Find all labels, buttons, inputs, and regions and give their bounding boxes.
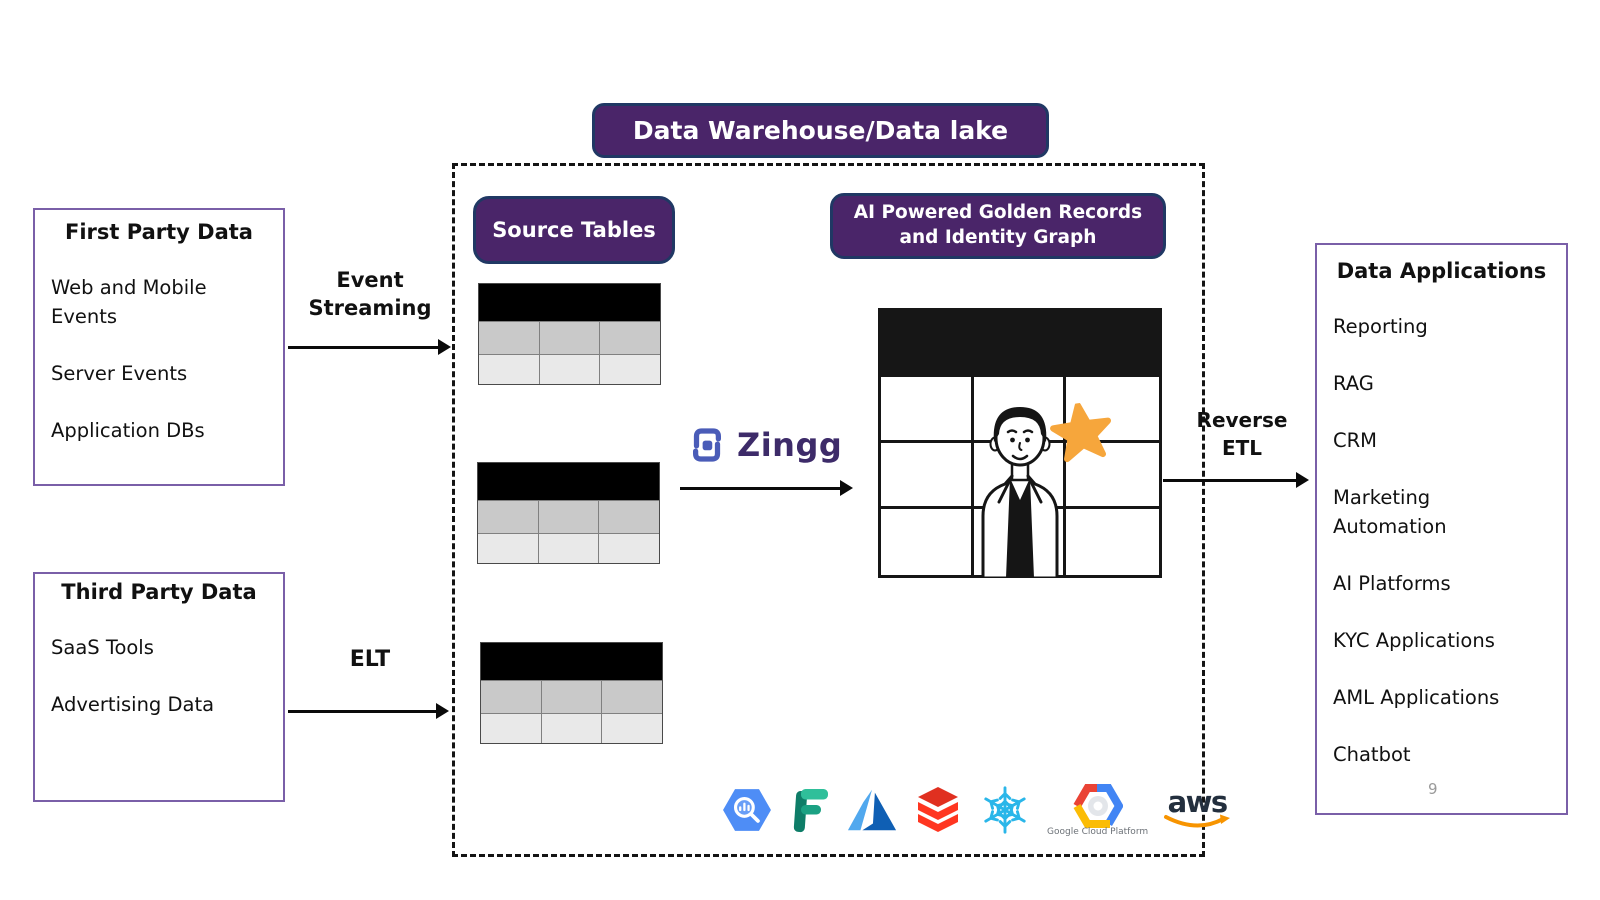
source-tables-banner: Source Tables [473, 196, 675, 264]
list-item: Advertising Data [51, 693, 215, 716]
microsoft-fabric-logo [787, 785, 831, 835]
list-item: Server Events [51, 362, 188, 385]
list-item: KYC Applications [1333, 629, 1495, 652]
bigquery-icon [723, 789, 771, 831]
source-table [477, 462, 660, 564]
snowflake-logo [978, 783, 1032, 837]
event-streaming-label: Event Streaming [308, 268, 432, 320]
person-illustration [981, 407, 1059, 578]
data-warehouse-title: Data Warehouse/Data lake [632, 116, 1009, 145]
page-number: 9 [1428, 780, 1438, 798]
snowflake-icon [984, 786, 1026, 834]
reverse-etl-arrow [1163, 472, 1309, 488]
golden-records-banner: AI Powered Golden Records and Identity G… [830, 193, 1166, 259]
golden-records-label: AI Powered Golden Records and Identity G… [853, 202, 1143, 248]
first-party-title: First Party Data [65, 220, 253, 244]
list-item: Reporting [1333, 315, 1428, 338]
table-header-row [479, 284, 660, 321]
data-applications-title: Data Applications [1336, 259, 1547, 283]
databricks-icon [918, 787, 958, 832]
reverse-etl-label: Reverse ETL [1196, 408, 1288, 460]
bigquery-logo [722, 785, 772, 835]
aws-logo: aws [1163, 784, 1231, 831]
table-header-row [481, 643, 662, 680]
data-warehouse-dashed-container [452, 163, 1205, 857]
list-item: Marketing Automation [1333, 486, 1447, 538]
platform-logos-row: Google Cloud Platform aws [722, 783, 1231, 837]
source-table [478, 283, 661, 385]
data-applications-box: Data Applications Reporting RAG CRM Mark… [1315, 243, 1568, 815]
third-party-title: Third Party Data [61, 580, 257, 604]
zingg-icon [693, 428, 721, 462]
table-header-row [478, 463, 659, 500]
aws-smile-icon [1164, 814, 1231, 828]
list-item: Chatbot [1333, 743, 1411, 766]
star-icon [1050, 402, 1112, 463]
list-item: Web and Mobile Events [51, 276, 207, 328]
elt-label: ELT [349, 647, 391, 672]
gcp-caption: Google Cloud Platform [1047, 826, 1149, 837]
event-streaming-arrow [288, 339, 451, 355]
first-party-data-box: First Party Data Web and Mobile Events S… [33, 208, 285, 486]
third-party-data-box: Third Party Data SaaS Tools Advertising … [33, 572, 285, 802]
first-party-items: Web and Mobile Events Server Events Appl… [35, 247, 283, 445]
list-item: CRM [1333, 429, 1377, 452]
third-party-items: SaaS Tools Advertising Data [35, 607, 283, 719]
data-applications-items: Reporting RAG CRM Marketing Automation A… [1317, 286, 1566, 769]
aws-wordmark: aws [1167, 784, 1229, 819]
google-cloud-platform-icon [1073, 783, 1123, 828]
zingg-match-arrow [680, 480, 853, 496]
list-item: Application DBs [51, 419, 205, 442]
data-warehouse-title-banner: Data Warehouse/Data lake [592, 103, 1049, 158]
elt-arrow [288, 703, 449, 719]
list-item: AML Applications [1333, 686, 1500, 709]
list-item: RAG [1333, 372, 1374, 395]
google-cloud-platform-logo: Google Cloud Platform [1047, 783, 1149, 837]
zingg-logo: Zingg [686, 424, 842, 466]
source-tables-label: Source Tables [492, 218, 656, 242]
list-item: AI Platforms [1333, 572, 1451, 595]
zingg-wordmark: Zingg [737, 426, 843, 464]
microsoft-azure-logo [846, 787, 898, 833]
databricks-logo [913, 786, 963, 834]
microsoft-fabric-icon [793, 789, 828, 833]
microsoft-azure-icon [847, 789, 897, 831]
list-item: SaaS Tools [51, 636, 154, 659]
source-table [480, 642, 663, 744]
